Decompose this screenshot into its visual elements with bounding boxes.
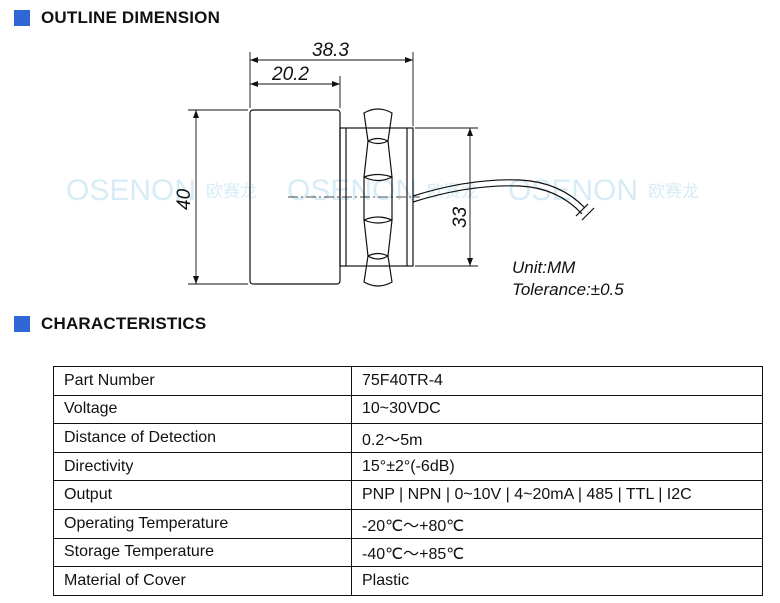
table-row: Storage Temperature -40℃～+85℃ [53,537,763,568]
spec-value: PNP | NPN | 0~10V | 4~20mA | 485 | TTL |… [351,480,763,510]
spec-value: 10~30VDC [351,394,763,425]
table-row: Material of Cover Plastic [53,566,763,596]
spec-label: Directivity [53,451,352,482]
table-row: Part Number 75F40TR-4 [53,366,763,396]
watermark-cn-3: 欧赛龙 [648,181,699,201]
spec-label: Output [53,480,352,510]
watermark-cn-1: 欧赛龙 [206,181,257,201]
outline-dimension-header: OUTLINE DIMENSION [14,8,220,28]
dimension-arrows [193,57,473,284]
watermark-3: OSENON [508,174,638,207]
sensor-thread [339,127,414,267]
characteristics-header: CHARACTERISTICS [14,314,206,334]
table-row: Directivity 15°±2°(-6dB) [53,451,763,482]
characteristics-title: CHARACTERISTICS [41,314,207,333]
sensor-outline [249,108,595,287]
unit-note: Unit:MM [512,258,576,277]
tolerance-note: Tolerance:±0.5 [512,280,624,299]
spec-value: Plastic [351,566,763,596]
table-row: Distance of Detection 0.2～5m [53,423,763,453]
dimension-lines [188,52,478,285]
spec-value: -40℃～+85℃ [351,537,763,568]
outline-drawing: OSENON 欧赛龙 OSENON 欧赛龙 OSENON 欧赛龙 [66,40,699,287]
spec-value: -20℃～+80℃ [351,508,763,539]
table-row: Output PNP | NPN | 0~10V | 4~20mA | 485 … [53,480,763,510]
cable [412,179,586,209]
dim-diameter: 40 [174,188,195,210]
dim-total-length: 38.3 [312,40,349,61]
dim-thread: 33 [450,206,471,228]
watermark-2: OSENON [287,174,417,207]
table-row: Voltage 10~30VDC [53,394,763,425]
section-bullet-icon [14,316,30,332]
spec-label: Operating Temperature [53,508,352,539]
dim-body-length: 20.2 [271,64,309,85]
spec-label: Material of Cover [53,566,352,596]
watermark-1: OSENON [66,174,196,207]
nut-bottom [363,252,393,287]
spec-value: 15°±2°(-6dB) [351,451,763,482]
characteristics-table: Part Number 75F40TR-4 Voltage 10~30VDC D… [53,366,763,596]
spec-label: Storage Temperature [53,537,352,568]
outline-dimension-title: OUTLINE DIMENSION [41,8,221,27]
section-bullet-icon [14,10,30,26]
table-row: Operating Temperature -20℃～+80℃ [53,508,763,539]
spec-label: Voltage [53,394,352,425]
spec-value: 75F40TR-4 [351,366,763,396]
spec-value: 0.2～5m [351,423,763,453]
watermark-cn-2: 欧赛龙 [427,181,478,201]
spec-label: Part Number [53,366,352,396]
spec-label: Distance of Detection [53,423,352,453]
